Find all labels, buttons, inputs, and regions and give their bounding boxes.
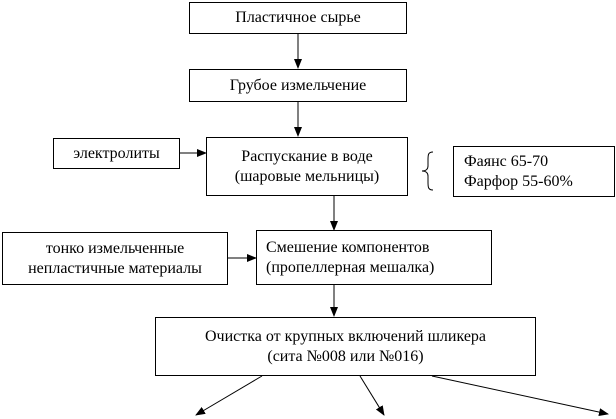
node-fineness: Фаянс 65-70 Фарфор 55-60% bbox=[453, 146, 615, 197]
node-electrolytes-label: электролиты bbox=[73, 144, 160, 162]
node-nonplastic-line2: непластичные материалы bbox=[28, 259, 202, 277]
node-dissolution: Распускание в воде (шаровые мельницы) bbox=[206, 137, 408, 196]
arrow-cleaning-out-middle bbox=[359, 375, 385, 416]
node-mixing: Смешение компонентов (пропеллерная мешал… bbox=[256, 230, 492, 285]
node-cleaning-line1: Очистка от крупных включений шликера bbox=[204, 327, 487, 345]
node-cleaning: Очистка от крупных включений шликера (си… bbox=[155, 317, 536, 376]
node-mixing-line2: (пропеллерная мешалка) bbox=[266, 258, 435, 276]
node-raw-material-label: Пластичное сырье bbox=[235, 9, 361, 26]
arrow-cleaning-out-left bbox=[195, 375, 263, 416]
node-nonplastic-line1: тонко измельченные bbox=[45, 239, 185, 257]
node-dissolution-line1: Распускание в воде bbox=[241, 147, 373, 165]
node-electrolytes: электролиты bbox=[53, 138, 180, 169]
arrow-cleaning-out-right bbox=[431, 375, 609, 417]
node-coarse-grinding-label: Грубое измельчение bbox=[229, 76, 367, 94]
node-fineness-line2: Фарфор 55-60% bbox=[464, 172, 573, 190]
node-cleaning-line2: (сита №008 или №016) bbox=[267, 347, 424, 365]
node-nonplastic: тонко измельченные непластичные материал… bbox=[2, 232, 228, 285]
node-coarse-grinding: Грубое измельчение bbox=[189, 69, 407, 102]
node-fineness-line1: Фаянс 65-70 bbox=[464, 152, 549, 170]
curly-brace bbox=[421, 151, 434, 191]
node-dissolution-line2: (шаровые мельницы) bbox=[234, 167, 380, 185]
node-mixing-line1: Смешение компонентов bbox=[266, 238, 430, 256]
node-raw-material: Пластичное сырье bbox=[189, 2, 407, 34]
